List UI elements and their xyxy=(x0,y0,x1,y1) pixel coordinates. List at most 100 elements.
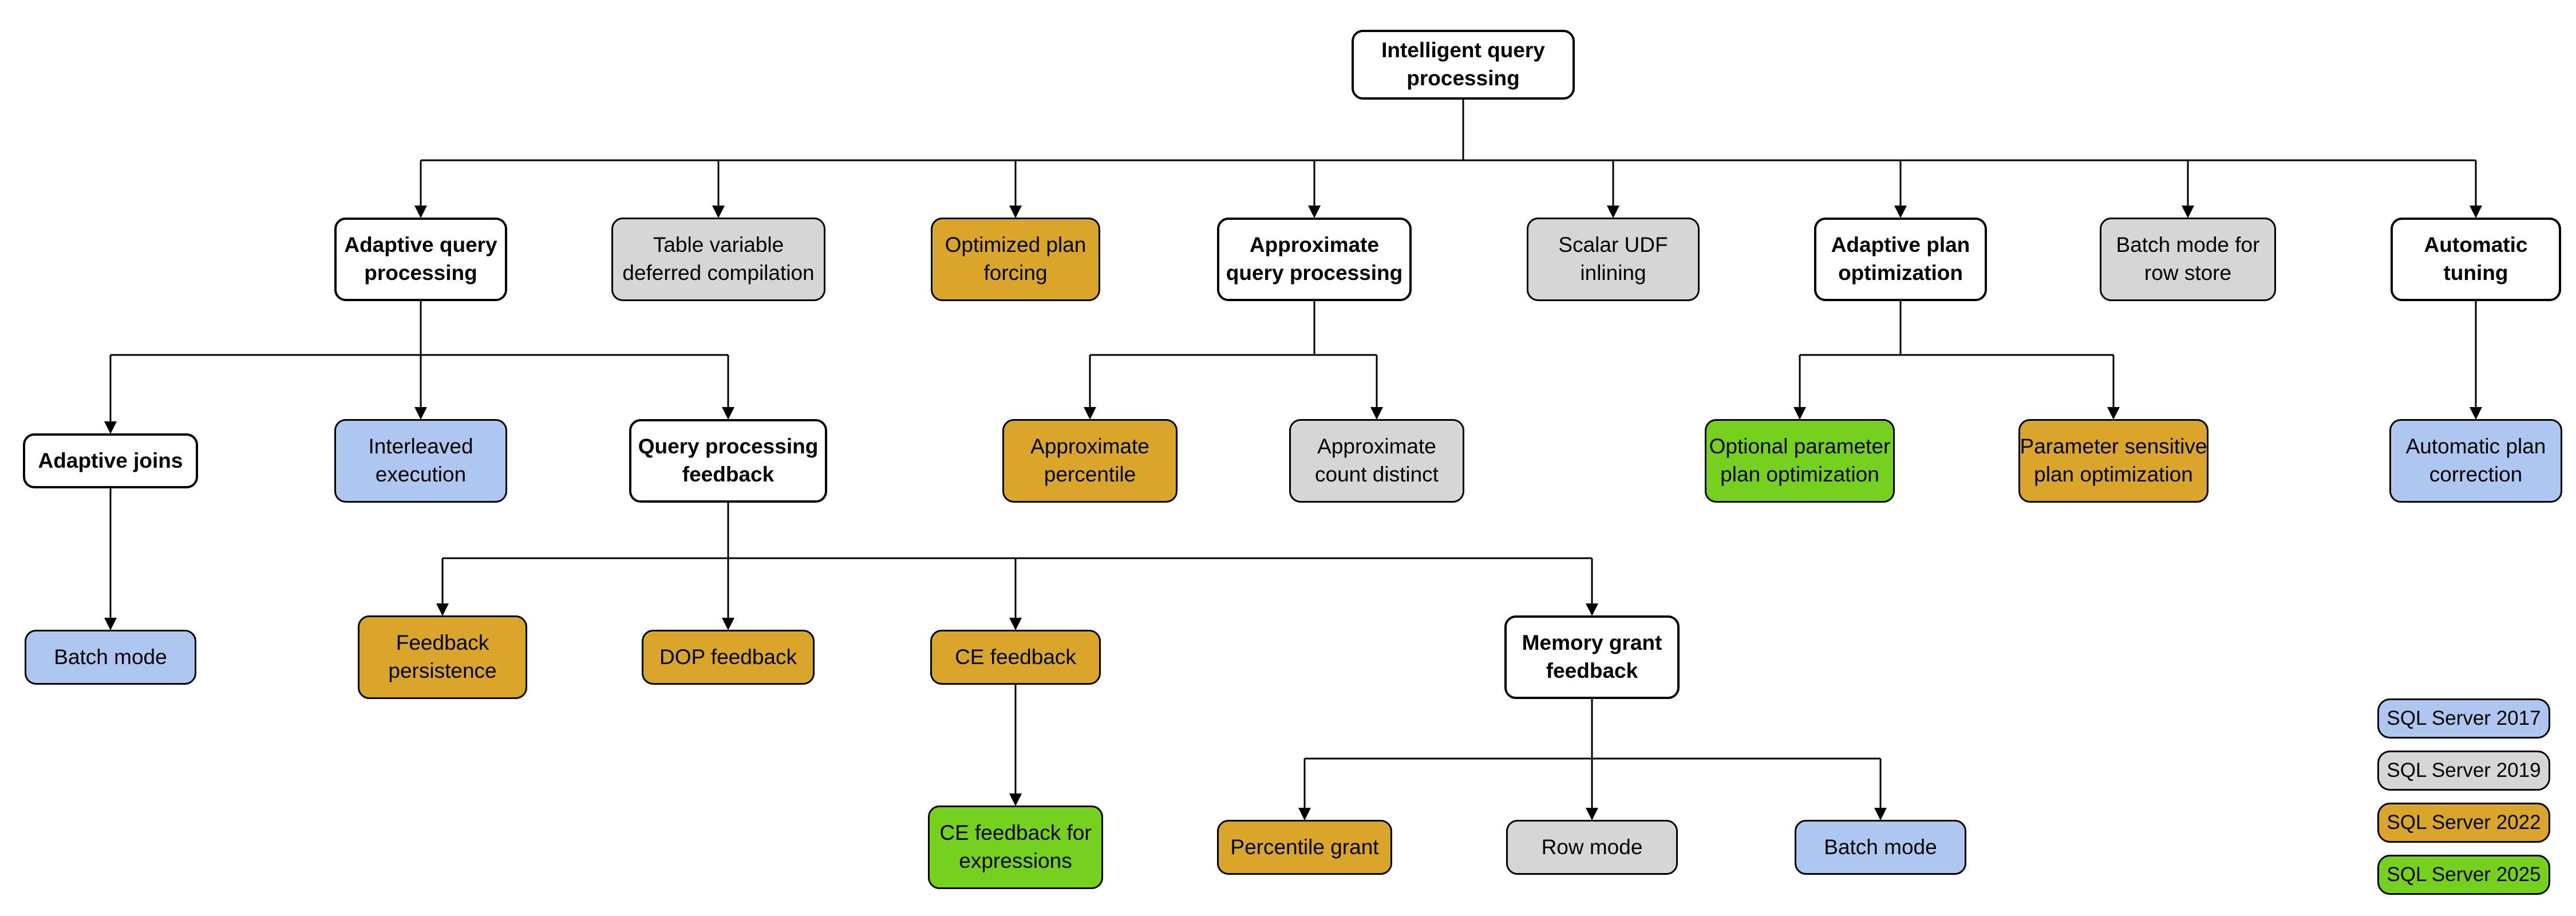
arrowhead-icon xyxy=(1586,603,1598,616)
node-label-line: Table variable xyxy=(653,233,784,257)
arrowhead-icon xyxy=(104,618,117,630)
node-label-line: processing xyxy=(364,261,477,285)
legend-label: SQL Server 2022 xyxy=(2387,811,2541,834)
node-label-line: Approximate xyxy=(1030,435,1149,459)
node-adaptive-joins: Adaptive joins xyxy=(23,433,198,488)
node-batch-mode-for-row-store: Batch mode for row store xyxy=(2100,218,2276,301)
node-label-line: Batch mode for xyxy=(2116,233,2260,257)
node-label-line: forcing xyxy=(983,261,1048,285)
legend-item-sql-server-2017: SQL Server 2017 xyxy=(2377,698,2550,739)
node-label-line: Scalar UDF xyxy=(1558,233,1668,257)
node-automatic-tuning: Automatic tuning xyxy=(2391,218,2561,301)
node-interleaved-execution: Interleaved execution xyxy=(334,419,507,503)
arrowhead-icon xyxy=(1586,808,1598,820)
node-label-line: feedback xyxy=(1546,659,1638,682)
arrowhead-icon xyxy=(1084,407,1096,420)
legend-item-sql-server-2022: SQL Server 2022 xyxy=(2377,803,2550,843)
node-ce-feedback: CE feedback xyxy=(930,630,1101,685)
node-label-line: query processing xyxy=(1226,261,1403,285)
arrowhead-icon xyxy=(1370,407,1383,420)
node-label-line: persistence xyxy=(388,659,497,682)
node-label-line: Approximate xyxy=(1317,435,1436,459)
node-label-line: plan optimization xyxy=(1720,463,1879,486)
arrowhead-icon xyxy=(722,407,734,420)
node-label-line: Adaptive query xyxy=(344,233,497,257)
arrowhead-icon xyxy=(1009,793,1022,806)
node-label-line: row store xyxy=(2144,261,2232,285)
arrowhead-icon xyxy=(1009,206,1022,218)
node-label-line: Approximate xyxy=(1249,233,1380,257)
legend-label: SQL Server 2019 xyxy=(2387,759,2541,781)
node-label-line: Adaptive joins xyxy=(38,448,183,472)
arrowhead-icon xyxy=(1607,206,1619,218)
node-label-line: Batch mode xyxy=(54,645,167,669)
node-label-line: Feedback xyxy=(396,631,489,655)
node-optimized-plan-forcing: Optimized plan forcing xyxy=(931,218,1100,301)
node-memory-grant-feedback: Memory grant feedback xyxy=(1504,615,1680,699)
node-label-line: percentile xyxy=(1044,463,1136,486)
node-parameter-sensitive-plan-optimization: Parameter sensitive plan optimization xyxy=(2018,419,2208,503)
node-table-variable-deferred-compilation: Table variable deferred compilation xyxy=(611,218,825,301)
arrowhead-icon xyxy=(722,618,734,630)
arrowhead-icon xyxy=(1874,808,1887,820)
node-label-line: Adaptive plan xyxy=(1831,233,1970,257)
arrowhead-icon xyxy=(1894,206,1907,218)
arrowhead-icon xyxy=(436,603,449,616)
node-automatic-plan-correction: Automatic plan correction xyxy=(2389,419,2562,503)
node-approximate-count-distinct: Approximate count distinct xyxy=(1289,419,1464,503)
arrowhead-icon xyxy=(1793,407,1806,420)
node-label-line: count distinct xyxy=(1315,463,1439,486)
node-label-line: Parameter sensitive xyxy=(2020,435,2207,459)
node-adaptive-plan-optimization: Adaptive plan optimization xyxy=(1814,218,1987,301)
node-label-line: feedback xyxy=(682,463,775,486)
legend-item-sql-server-2025: SQL Server 2025 xyxy=(2377,855,2550,895)
arrowhead-icon xyxy=(2107,407,2120,420)
node-query-processing-feedback: Query processing feedback xyxy=(629,419,827,503)
node-label-line: plan optimization xyxy=(2034,463,2193,486)
node-optional-parameter-plan-optimization: Optional parameter plan optimization xyxy=(1705,419,1895,503)
node-label-line: Optional parameter xyxy=(1709,435,1891,459)
node-label-line: inlining xyxy=(1580,261,1646,285)
node-label-line: CE feedback xyxy=(955,645,1076,669)
node-label-line: processing xyxy=(1406,66,1520,90)
node-approximate-query-processing: Approximate query processing xyxy=(1217,218,1412,301)
node-label-line: CE feedback for xyxy=(939,821,1092,845)
node-batch-mode: Batch mode xyxy=(25,630,196,685)
node-batch-mode-2: Batch mode xyxy=(1795,820,1966,875)
node-label-line: Automatic xyxy=(2424,233,2528,257)
legend-label: SQL Server 2025 xyxy=(2387,863,2541,886)
arrowhead-icon xyxy=(1298,808,1311,820)
node-label-line: Query processing xyxy=(638,435,819,459)
arrowhead-icon xyxy=(2470,206,2482,218)
node-scalar-udf-inlining: Scalar UDF inlining xyxy=(1527,218,1700,301)
arrowhead-icon xyxy=(414,206,427,218)
node-label-line: Batch mode xyxy=(1824,835,1937,859)
arrowhead-icon xyxy=(2182,206,2194,218)
node-adaptive-query-processing: Adaptive query processing xyxy=(334,218,507,301)
legend-label: SQL Server 2017 xyxy=(2387,707,2541,729)
node-label-line: Memory grant xyxy=(1522,631,1662,655)
node-label-line: optimization xyxy=(1838,261,1963,285)
node-percentile-grant: Percentile grant xyxy=(1217,820,1392,875)
node-row-mode: Row mode xyxy=(1506,820,1678,875)
node-label-line: tuning xyxy=(2443,261,2508,285)
arrowhead-icon xyxy=(712,206,725,218)
node-label-line: Optimized plan xyxy=(945,233,1086,257)
node-label-line: Interleaved xyxy=(368,435,473,459)
node-approximate-percentile: Approximate percentile xyxy=(1002,419,1178,503)
node-dop-feedback: DOP feedback xyxy=(642,630,815,685)
node-feedback-persistence: Feedback persistence xyxy=(358,615,527,699)
node-label-line: correction xyxy=(2429,463,2523,486)
node-label-line: deferred compilation xyxy=(622,261,815,285)
arrowhead-icon xyxy=(2470,407,2482,420)
arrowhead-icon xyxy=(1308,206,1321,218)
node-label-line: Automatic plan xyxy=(2405,435,2546,459)
node-label-line: Percentile grant xyxy=(1230,835,1379,859)
arrowhead-icon xyxy=(414,407,427,420)
arrowhead-icon xyxy=(104,421,117,434)
node-label-line: execution xyxy=(375,463,467,486)
node-label-line: expressions xyxy=(959,849,1072,872)
